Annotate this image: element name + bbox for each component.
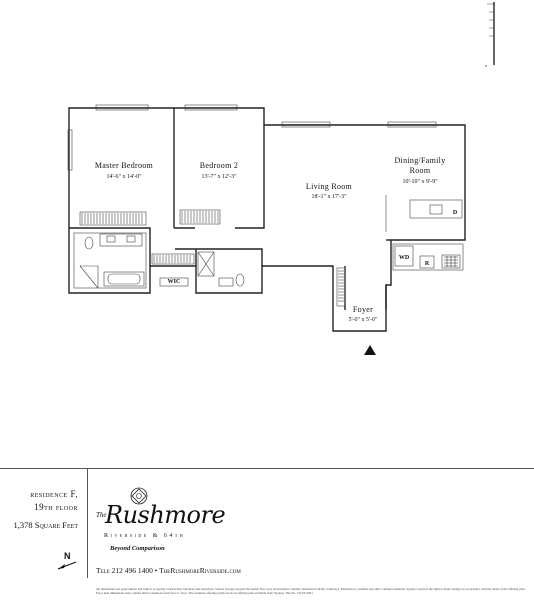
stove-icon (441, 254, 461, 269)
dishwasher-label: D (453, 210, 458, 216)
brand-subtitle: Riverside & 64th (104, 533, 186, 539)
sink-icon (429, 204, 443, 215)
disclaimer-text: All dimensions are approximate and subje… (96, 587, 526, 595)
footer-divider (0, 468, 534, 469)
room-living-dim: 18'-1" x 17'-3" (311, 194, 347, 200)
room-bed2-dim: 13'-7" x 12'-3" (201, 174, 237, 180)
kitchen: D WD R (392, 199, 464, 271)
second-bath (197, 251, 245, 287)
outer-walls (68, 107, 466, 332)
room-dining-dim: 10'-10" x 9'-9" (402, 179, 438, 185)
room-dining-name1: Dining/Family (394, 156, 445, 165)
bathtub-icon (103, 271, 145, 287)
foyer-closet (336, 195, 387, 307)
interior-walls (69, 108, 391, 310)
refrigerator-label: R (425, 261, 430, 267)
contact-line[interactable]: Tele 212 496 1400 • TheRushmoreRiverside… (96, 566, 241, 575)
north-label: N (64, 551, 71, 561)
residence-label: residence F, (30, 489, 78, 499)
walk-in-closet: WIC (151, 253, 195, 287)
brand-name: Rushmore (105, 501, 226, 529)
entry-arrow-icon (364, 345, 376, 355)
bedroom2-closet (179, 209, 221, 225)
toilet-icon (84, 236, 94, 250)
windows (67, 104, 437, 171)
wic-label: WIC (168, 279, 181, 285)
toilet2-icon (235, 273, 245, 287)
room-master-name: Master Bedroom (95, 161, 154, 170)
brand-the: The (96, 511, 107, 519)
floor-label: 19th floor (34, 502, 78, 512)
room-foyer-name: Foyer (353, 305, 373, 314)
master-closet (79, 211, 147, 226)
brand-tagline: Beyond Comparison (110, 545, 165, 552)
key-plan: N (485, 2, 495, 68)
svg-text:N: N (485, 64, 488, 68)
master-bath (73, 232, 147, 289)
room-foyer-dim: 5'-0" x 5'-0" (348, 317, 378, 323)
brand-emblem-icon (130, 487, 148, 505)
vanity-icon (99, 233, 143, 247)
north-arrow-icon (57, 561, 77, 570)
room-master-dim: 14'-6" x 14'-0" (106, 174, 142, 180)
footer-vertical-divider (87, 468, 88, 578)
room-living-name: Living Room (306, 182, 353, 191)
floor-plan: N (67, 2, 495, 355)
square-feet-label: 1,378 Square Feet (13, 520, 79, 530)
room-bed2-name: Bedroom 2 (200, 161, 238, 170)
washer-dryer-label: WD (399, 255, 410, 261)
room-dining-name2: Room (410, 166, 431, 175)
